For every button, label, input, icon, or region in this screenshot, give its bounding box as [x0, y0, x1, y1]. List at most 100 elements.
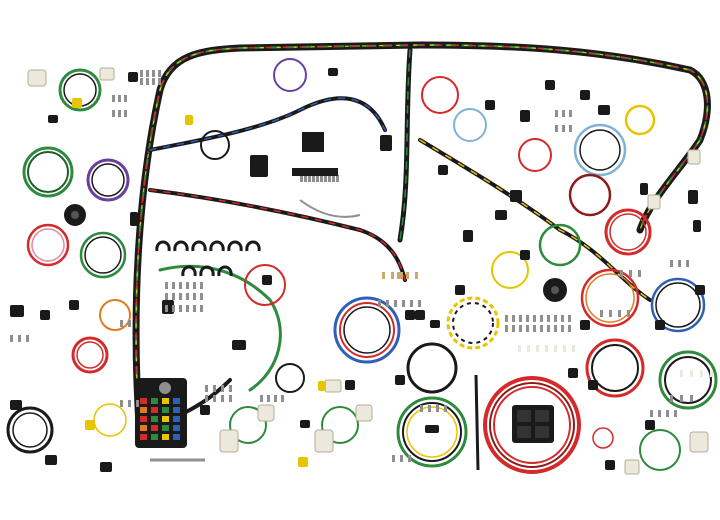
terminal: [686, 260, 689, 267]
black-connector: [300, 420, 310, 428]
harness-clip: [155, 240, 171, 252]
black-connector: [598, 105, 610, 115]
terminal: [140, 78, 143, 85]
terminal: [152, 78, 155, 85]
terminal: [400, 455, 403, 462]
terminal: [179, 293, 182, 300]
terminal: [572, 345, 575, 352]
fuse: [173, 416, 180, 422]
black-connector: [455, 285, 465, 295]
terminal: [186, 293, 189, 300]
blue-coil-right: [650, 277, 706, 333]
harness-clip: [217, 265, 233, 277]
terminal: [563, 345, 566, 352]
black-connector: [380, 135, 392, 151]
terminal: [526, 315, 529, 322]
black-connectors: [10, 68, 705, 472]
black-connector: [425, 425, 439, 433]
terminal: [118, 110, 121, 117]
terminal: [172, 305, 175, 312]
red-coil-top-2: [421, 76, 459, 114]
terminal: [205, 395, 208, 402]
black-connector: [568, 368, 578, 378]
fuse: [151, 398, 158, 404]
terminal: [300, 175, 303, 182]
green-coil-lower-2: [321, 406, 359, 444]
terminal: [568, 315, 571, 322]
fuse: [140, 434, 147, 440]
black-connector: [520, 110, 530, 122]
black-connector: [695, 285, 705, 295]
harness-clip: [173, 240, 189, 252]
black-connector: [45, 455, 57, 465]
terminal: [666, 410, 669, 417]
terminal: [229, 395, 232, 402]
terminal: [124, 110, 127, 117]
terminal: [158, 78, 161, 85]
terminal: [540, 315, 543, 322]
black-connector: [328, 68, 338, 76]
fuse-box-knob: [159, 382, 171, 394]
fuse: [162, 434, 169, 440]
terminal: [670, 395, 673, 402]
black-connector: [645, 420, 655, 430]
terminal-rows: [10, 70, 713, 462]
terminal: [536, 345, 539, 352]
harness-clip: [181, 265, 197, 277]
green-coil-bottom: [396, 396, 468, 468]
light-blue-coil: [573, 123, 627, 177]
terminal: [200, 305, 203, 312]
terminal: [267, 395, 270, 402]
red-wire-coil-2: [71, 336, 109, 374]
dark-red-coil: [568, 173, 612, 217]
terminal: [136, 400, 139, 407]
terminal: [428, 405, 431, 412]
terminal: [408, 455, 411, 462]
purple-coil-top: [273, 58, 307, 92]
black-connector: [430, 320, 440, 328]
fuse: [140, 416, 147, 422]
fuse: [162, 425, 169, 431]
terminal: [165, 282, 168, 289]
black-connector: [438, 165, 448, 175]
black-connector: [485, 100, 495, 110]
large-red-wire-coil: [483, 376, 581, 474]
terminal: [674, 410, 677, 417]
black-connector: [405, 310, 415, 320]
terminal: [316, 175, 319, 182]
fuse: [151, 425, 158, 431]
orange-wire-coil: [99, 299, 131, 331]
black-connector: [415, 310, 425, 320]
junction-block: [512, 405, 554, 443]
black-connector: [10, 305, 24, 317]
terminal: [165, 293, 168, 300]
light-socket-2: [314, 429, 334, 453]
black-connector: [520, 250, 530, 260]
fuse: [162, 416, 169, 422]
black-connector: [605, 460, 615, 470]
terminal: [554, 345, 557, 352]
terminal: [505, 315, 508, 322]
yellow-coil-left: [93, 403, 127, 437]
small-black-coil: [275, 363, 305, 393]
fuse: [140, 407, 147, 413]
wire-coils: [6, 58, 718, 474]
fuse-row: [140, 398, 180, 440]
terminal: [308, 175, 311, 182]
harness-clip: [191, 240, 207, 252]
fuse-box: [135, 378, 187, 448]
terminal: [397, 272, 400, 279]
black-connector: [688, 190, 698, 204]
harness-clip: [245, 240, 261, 252]
small-red-coil: [592, 427, 614, 449]
terminal: [568, 325, 571, 332]
ground-wires: [150, 199, 480, 471]
terminal: [312, 175, 315, 182]
harness-clips: [155, 240, 261, 277]
black-connector: [640, 183, 648, 195]
terminal: [172, 293, 175, 300]
terminal: [124, 95, 127, 102]
terminal: [402, 300, 405, 307]
